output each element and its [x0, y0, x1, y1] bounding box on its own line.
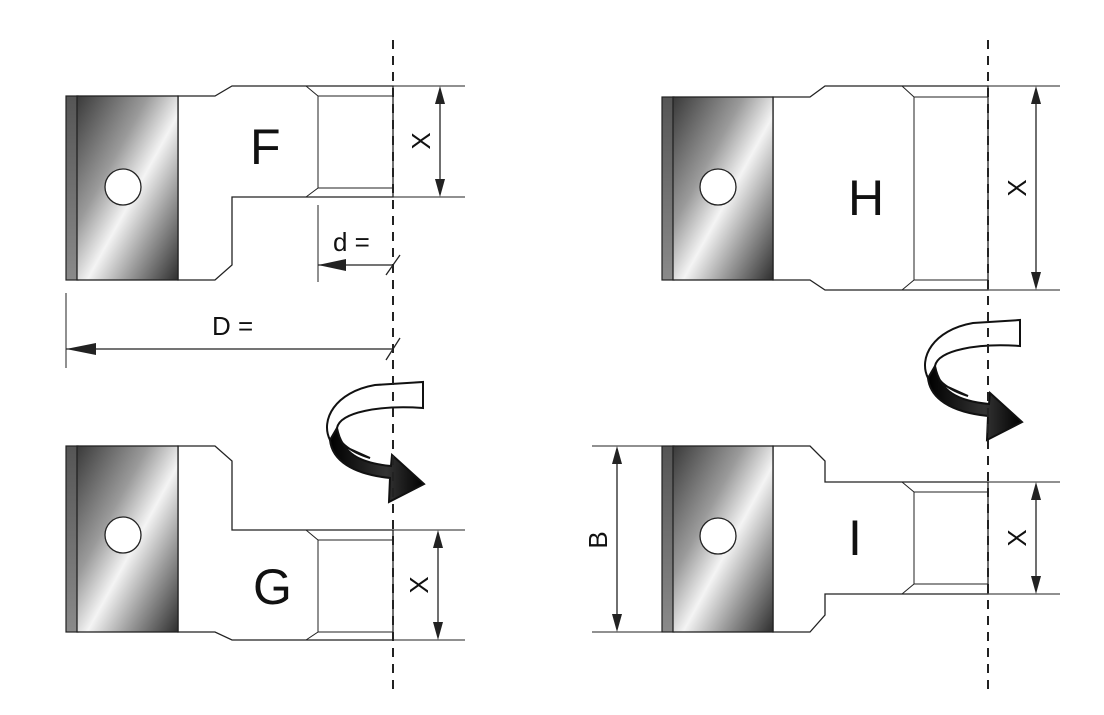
dimension-d-label: d = — [333, 227, 370, 257]
dimension-large-d: D = — [65, 293, 401, 368]
dimension-x-f-label: X — [406, 132, 436, 149]
dimension-x-i: X — [988, 481, 1060, 595]
dimension-x-g: X — [393, 529, 465, 641]
cutter-f-knife-recess — [305, 85, 393, 198]
dimension-x-h: X — [988, 85, 1060, 291]
dimension-x-f: X — [393, 85, 465, 198]
cutter-f-bore — [104, 168, 142, 206]
dimension-b-label: B — [583, 531, 613, 548]
label-h: H — [848, 170, 884, 226]
cutter-i-knife-recess — [901, 481, 988, 595]
label-g: G — [253, 559, 292, 615]
cutter-h-bore — [699, 168, 737, 206]
dimension-small-d: d = — [317, 205, 401, 282]
cutter-f-outline — [177, 85, 394, 281]
cutter-f: F — [65, 85, 394, 281]
cutter-i-bore — [699, 517, 737, 555]
rotation-arrow-left-icon — [326, 380, 426, 504]
cutter-h-knife-recess — [901, 85, 988, 291]
cutter-h: H — [661, 85, 989, 291]
label-i: I — [848, 510, 862, 566]
dimension-x-h-label: X — [1002, 179, 1032, 196]
cutter-i-hub-edge — [661, 445, 675, 633]
cutter-h-hub-edge — [661, 96, 675, 281]
cutter-i-outline — [772, 445, 989, 633]
cutter-g-bore — [104, 516, 142, 554]
cutter-g-knife-recess — [305, 529, 393, 641]
rotation-arrow-right-icon — [924, 318, 1024, 442]
cutter-g-hub-edge — [65, 445, 79, 633]
cutter-i: I — [661, 445, 989, 633]
dimension-x-g-label: X — [404, 576, 434, 593]
label-f: F — [250, 119, 281, 175]
cutter-f-hub-edge — [65, 95, 79, 281]
cutter-g: G — [65, 445, 394, 641]
dimension-D-label: D = — [212, 311, 253, 341]
dimension-b: B — [583, 445, 662, 633]
dimension-x-i-label: X — [1002, 529, 1032, 546]
